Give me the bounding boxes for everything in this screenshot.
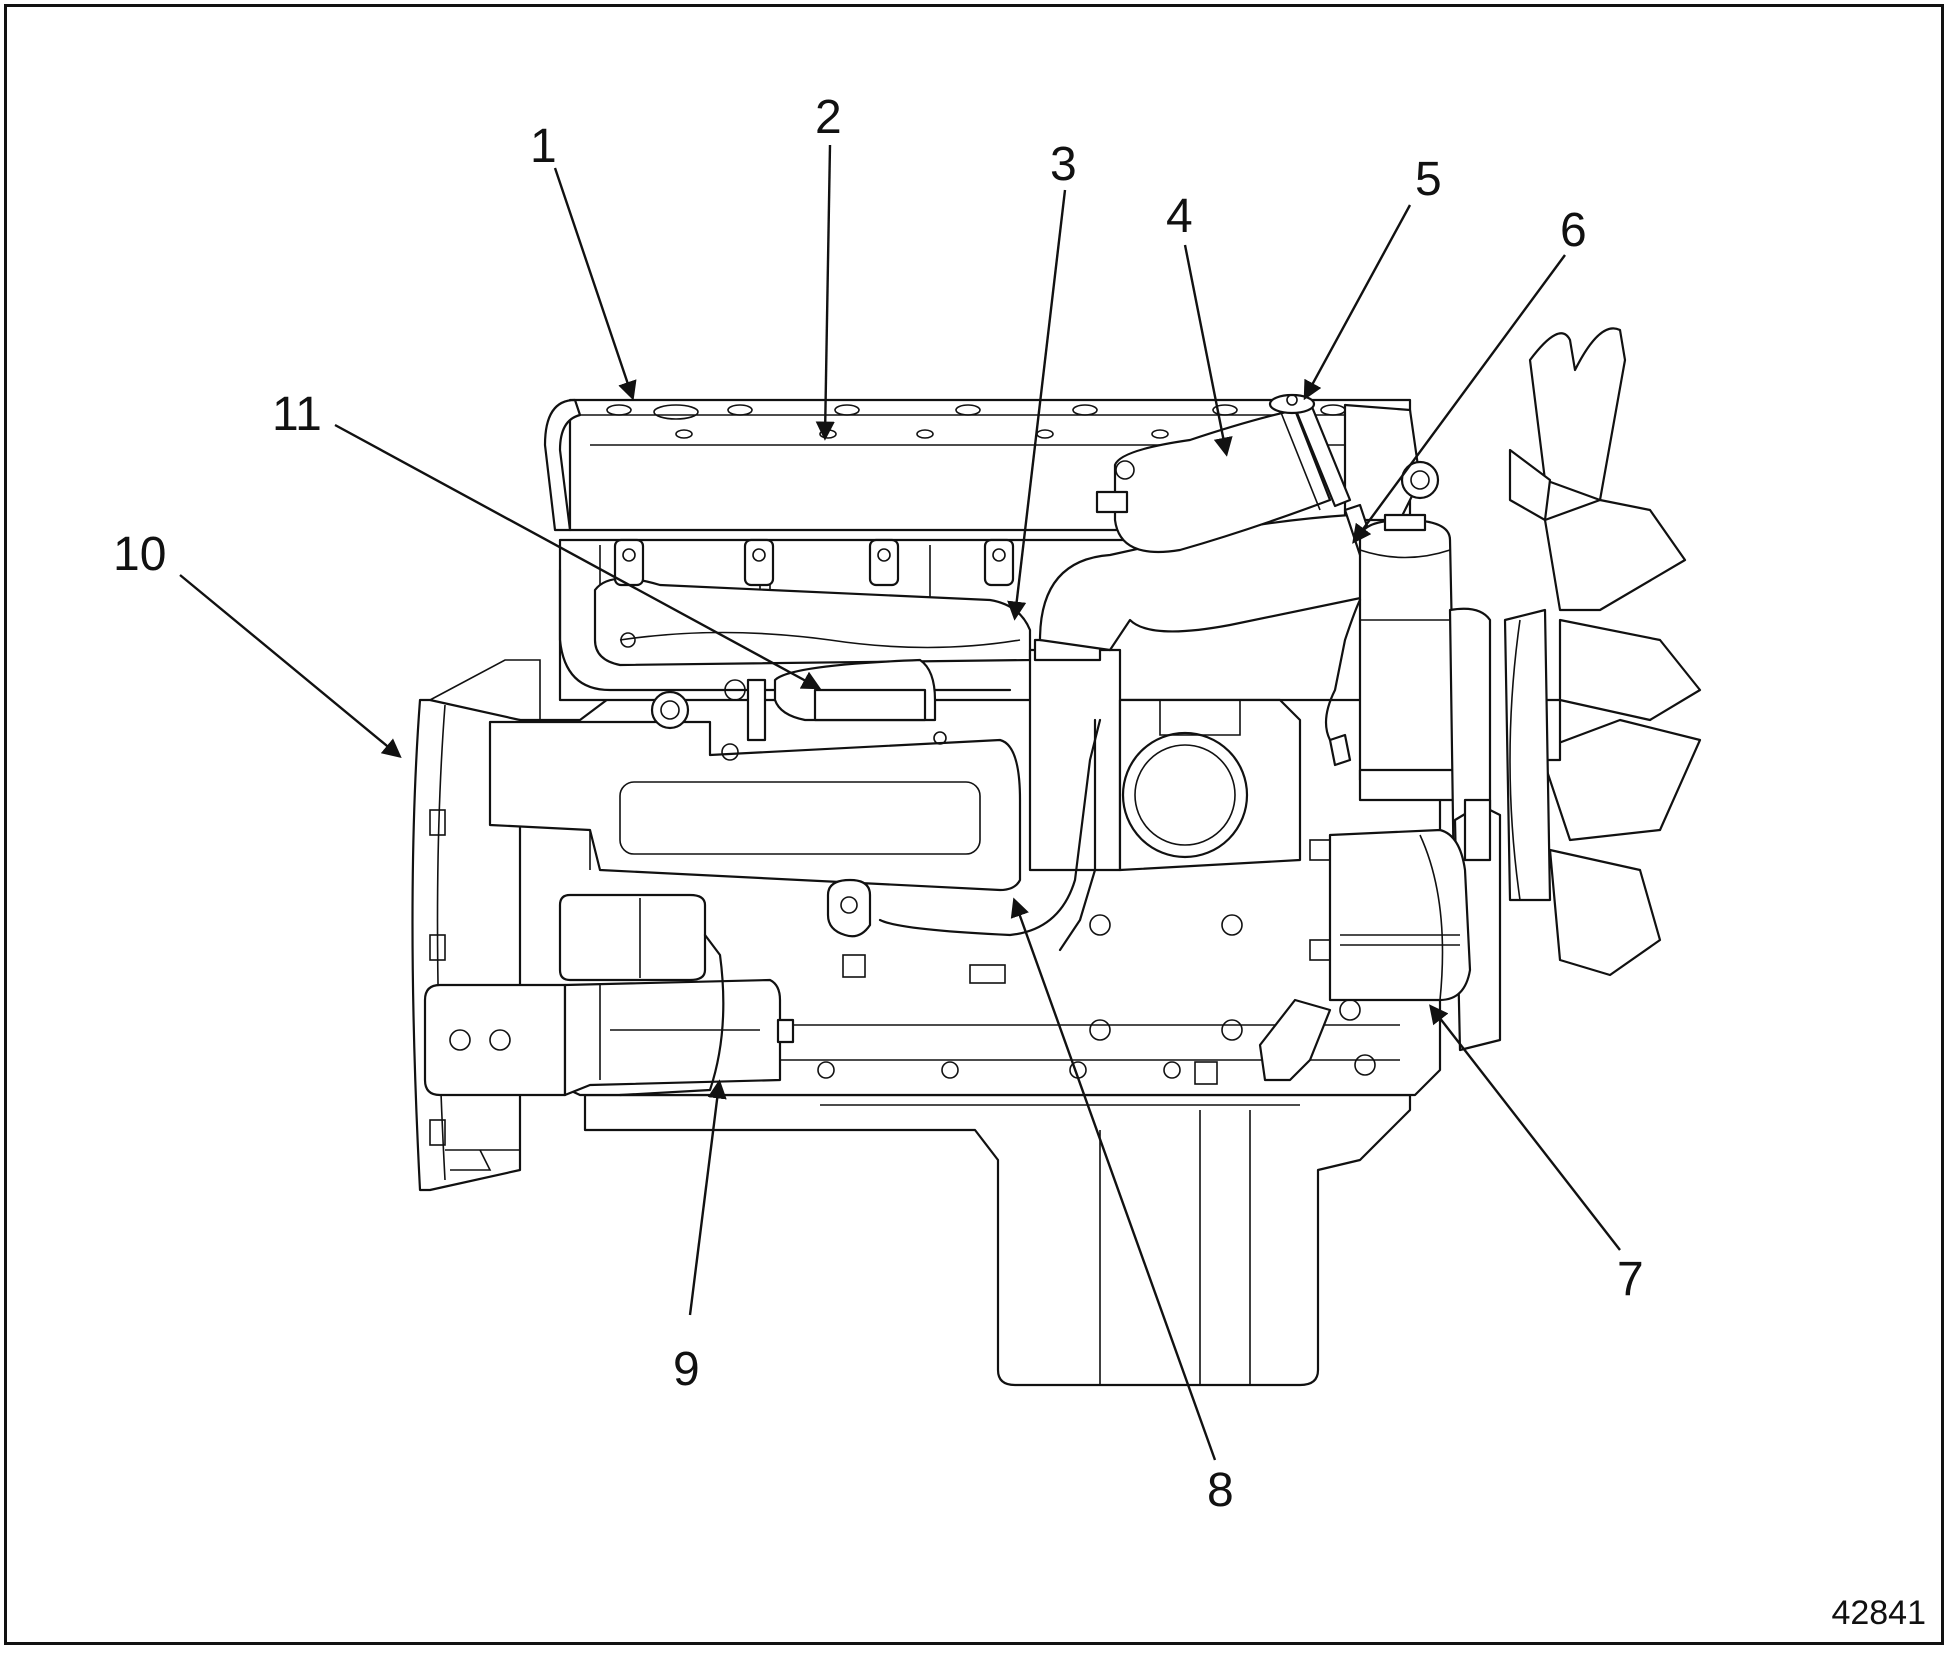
- leader-1: [553, 167, 637, 401]
- filter-canister: [1358, 513, 1457, 802]
- filler-cap: [1268, 393, 1316, 415]
- callout-8: 8: [1207, 1464, 1234, 1517]
- callout-labels: 1 2 3 4 5 6 7 8 9 10 11: [113, 91, 1644, 1517]
- engine-illustration: [411, 327, 1702, 1387]
- callout-leaders: [179, 144, 1621, 1461]
- callout-6: 6: [1560, 204, 1587, 257]
- oil-pan: [583, 1093, 1412, 1387]
- coolant-pipe: [558, 568, 802, 692]
- leader-5: [1303, 204, 1412, 401]
- callout-3: 3: [1050, 138, 1077, 191]
- callout-9: 9: [673, 1343, 700, 1396]
- wiring-harness: [878, 718, 1102, 937]
- leader-7: [1429, 1004, 1621, 1251]
- leader-11: [334, 423, 822, 690]
- callout-7: 7: [1617, 1253, 1644, 1306]
- cooling-fan: [1503, 327, 1702, 977]
- leader-10: [179, 574, 402, 759]
- leader-4: [1183, 244, 1233, 457]
- alternator: [1258, 828, 1472, 1082]
- intake-manifold: [488, 720, 1022, 892]
- callout-4: 4: [1166, 190, 1193, 243]
- leader-6: [1352, 254, 1566, 544]
- starter-motor: [423, 893, 795, 1097]
- leader-3: [1007, 189, 1067, 621]
- leader-2: [815, 144, 835, 441]
- turbocharger: [1028, 638, 1302, 952]
- callout-2: 2: [815, 91, 842, 144]
- callout-5: 5: [1415, 153, 1442, 206]
- callout-11: 11: [272, 388, 322, 441]
- leader-8: [1010, 897, 1217, 1461]
- figure-number: 42841: [1831, 1594, 1926, 1632]
- air-inlet-hose: [1038, 400, 1392, 652]
- engine-mount: [826, 878, 872, 938]
- callout-1: 1: [530, 120, 557, 173]
- leader-9: [688, 1079, 727, 1316]
- callout-10: 10: [113, 528, 166, 581]
